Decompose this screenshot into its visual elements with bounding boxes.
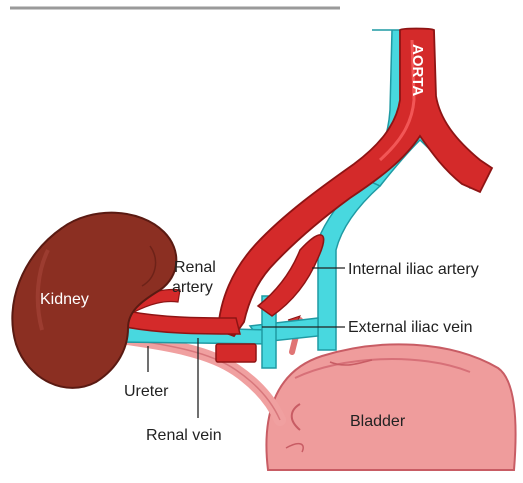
kidney-label: Kidney bbox=[40, 291, 89, 308]
aorta-label: AORTA bbox=[409, 44, 426, 96]
external-iliac-vein-label: External iliac vein bbox=[348, 319, 473, 336]
ureter-label: Ureter bbox=[124, 383, 169, 400]
renal-vein-label: Renal vein bbox=[146, 427, 222, 444]
bladder-label: Bladder bbox=[350, 413, 406, 430]
renal-artery-label-line2: artery bbox=[172, 279, 213, 296]
ivc-label: IVC bbox=[374, 44, 391, 69]
internal-iliac-artery-label: Internal iliac artery bbox=[348, 261, 479, 278]
renal-artery-label-line1: Renal bbox=[174, 259, 216, 276]
arterial-system bbox=[120, 29, 492, 363]
bladder bbox=[266, 344, 515, 470]
